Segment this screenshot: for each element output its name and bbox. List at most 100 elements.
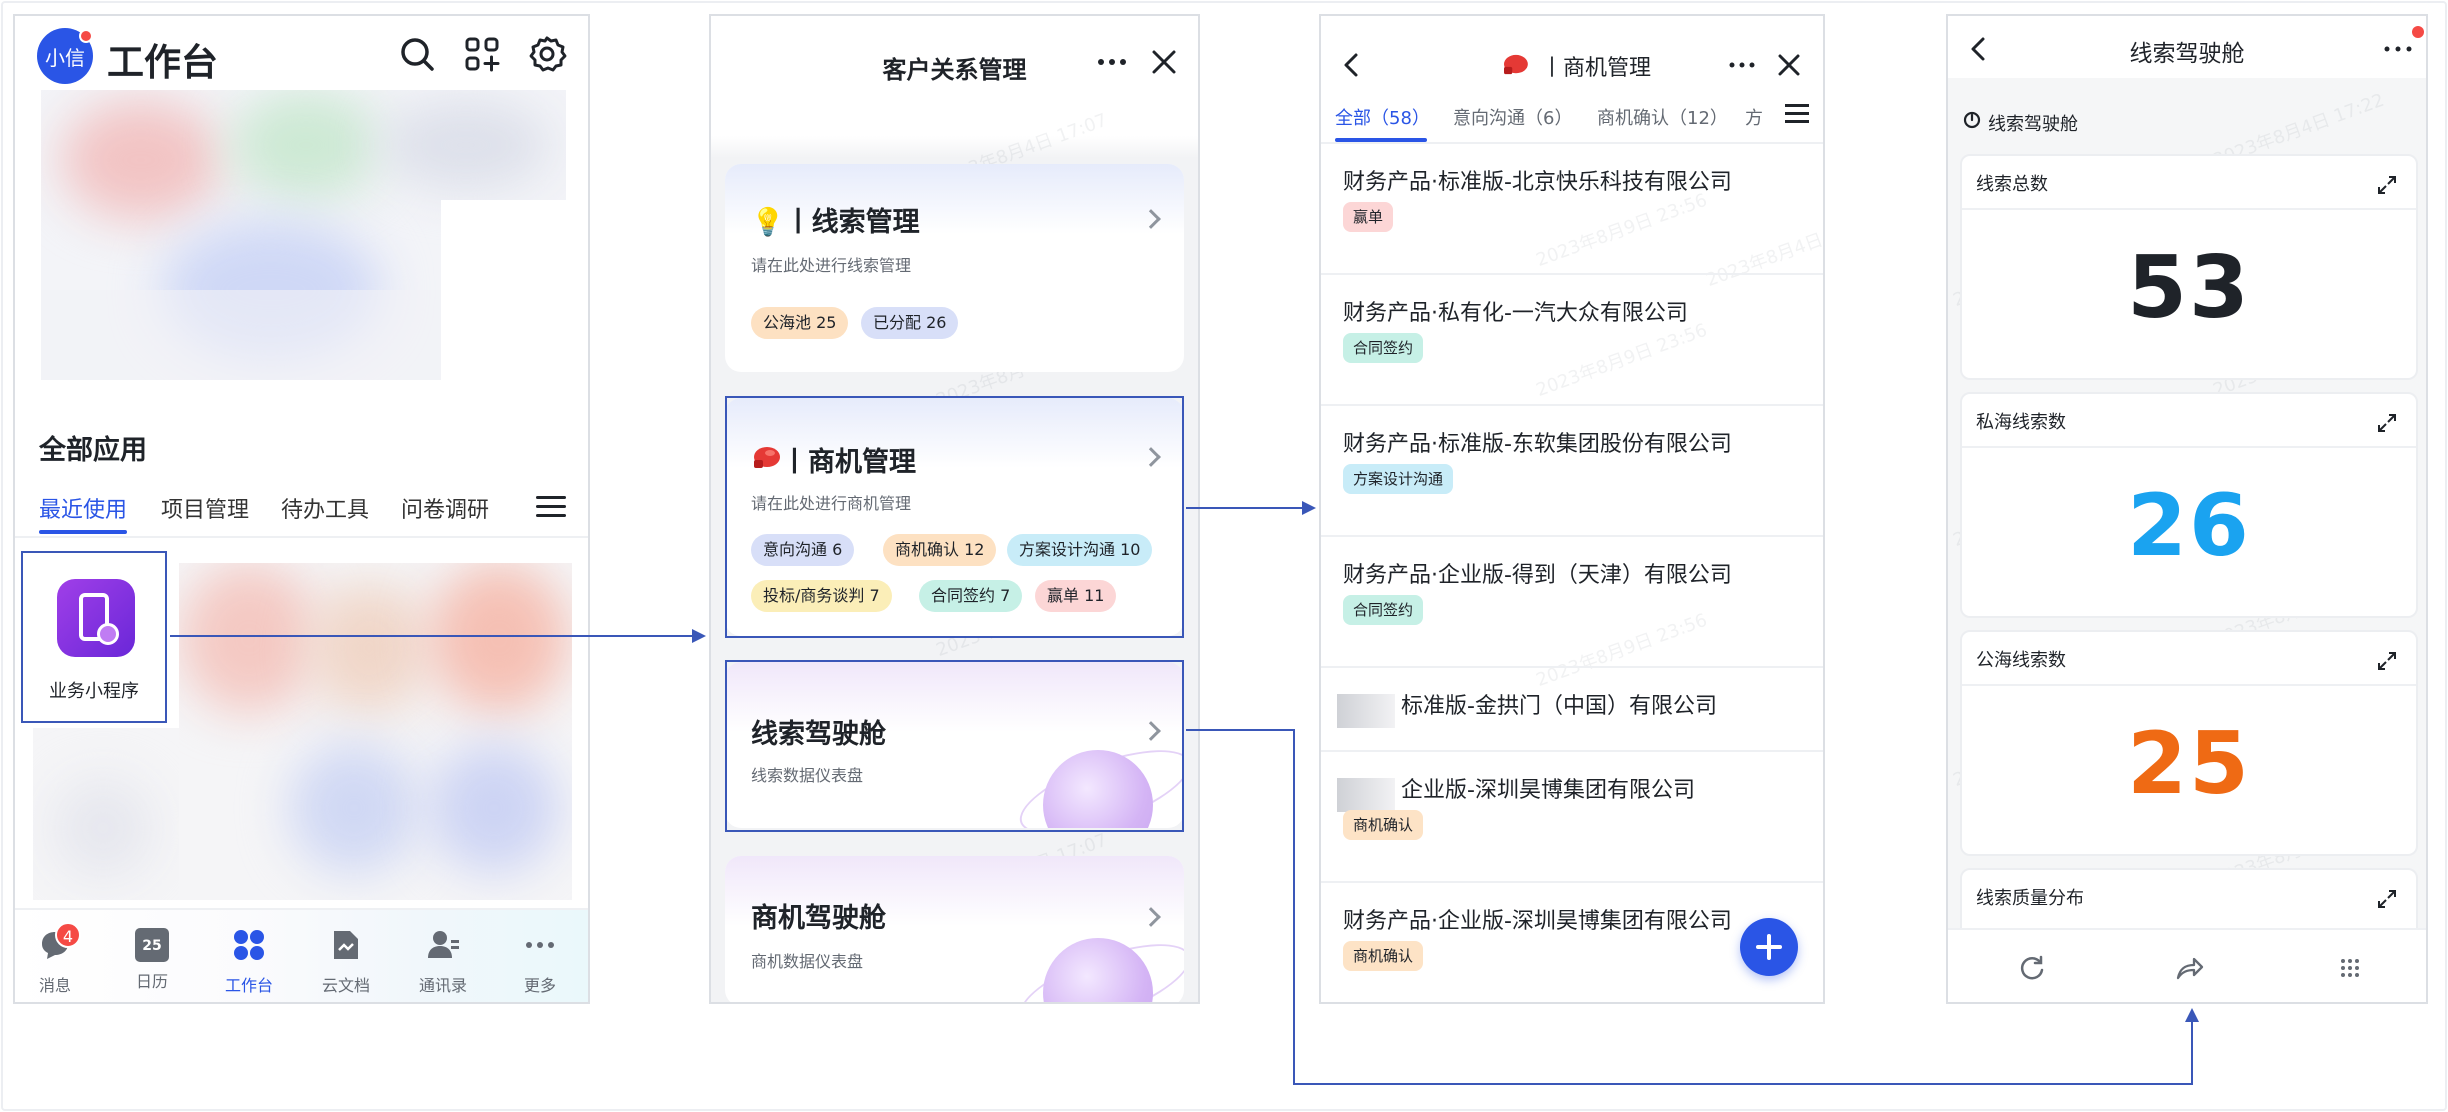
- expand-icon[interactable]: [2376, 412, 2398, 434]
- expand-icon[interactable]: [2376, 650, 2398, 672]
- item-name: 财务产品·企业版-深圳昊博集团有限公司: [1343, 909, 1732, 934]
- back-chevron-icon[interactable]: [1970, 36, 1986, 62]
- tab-recent[interactable]: 最近使用: [39, 498, 128, 523]
- avatar[interactable]: 小信: [37, 28, 93, 84]
- item-tag: 商机确认: [1343, 941, 1424, 971]
- page-title: 线索驾驶舱: [2129, 41, 2245, 67]
- tab-all[interactable]: 全部（58）: [1335, 108, 1430, 129]
- notification-dot: [2412, 26, 2424, 38]
- tag-confirm[interactable]: 商机确认 12: [883, 534, 997, 566]
- list-item[interactable]: 企业版-深圳昊博集团有限公司 商机确认: [1321, 752, 1823, 883]
- tab-more-partial[interactable]: 方: [1745, 108, 1763, 129]
- nav-label: 日历: [135, 972, 168, 991]
- redacted-blur: [1337, 778, 1395, 812]
- nav-more[interactable]: 更多: [500, 920, 580, 996]
- message-badge: 4: [55, 922, 81, 948]
- card-subtitle: 线索数据仪表盘: [751, 766, 864, 785]
- nav-label: 消息: [38, 976, 71, 995]
- card-gradient: [725, 398, 1184, 468]
- tag-won[interactable]: 赢单 11: [1035, 580, 1117, 612]
- close-icon[interactable]: [1151, 49, 1177, 75]
- tab-todo[interactable]: 待办工具: [281, 498, 370, 523]
- crm-screen: 客户关系管理 2023年8月4日 17:07 2023年8月4日 17:07 2…: [709, 14, 1200, 1004]
- opportunity-management-card[interactable]: 丨商机管理 请在此处进行商机管理 意向沟通 6 商机确认 12 方案设计沟通 1…: [725, 398, 1184, 636]
- list-item[interactable]: 财务产品·企业版-得到（天津）有限公司 合同签约: [1321, 537, 1823, 668]
- item-name: 财务产品·私有化-一汽大众有限公司: [1343, 301, 1688, 326]
- tabs-menu-icon[interactable]: [1785, 104, 1809, 124]
- item-tag: 商机确认: [1343, 810, 1424, 840]
- opportunity-cockpit-card[interactable]: 商机驾驶舱 商机数据仪表盘: [725, 856, 1184, 1002]
- nav-messages[interactable]: 4 消息: [15, 920, 95, 996]
- card-subtitle: 请在此处进行线索管理: [751, 256, 912, 275]
- menu-icon[interactable]: [536, 496, 566, 518]
- nav-calendar[interactable]: 25 日历: [112, 920, 192, 992]
- back-chevron-icon[interactable]: [1343, 52, 1359, 78]
- close-icon[interactable]: [1777, 53, 1801, 77]
- nav-contacts[interactable]: 通讯录: [403, 920, 483, 996]
- apps-blurred-left: [33, 728, 179, 900]
- nav-workbench[interactable]: 工作台: [209, 920, 289, 996]
- tag-assigned[interactable]: 已分配 26: [861, 307, 959, 339]
- add-button[interactable]: [1740, 918, 1798, 976]
- tag-intent[interactable]: 意向沟通 6: [751, 534, 855, 566]
- business-miniapp[interactable]: 业务小程序: [21, 551, 167, 723]
- tab-survey[interactable]: 问卷调研: [401, 498, 490, 523]
- nav-docs[interactable]: 云文档: [306, 920, 386, 996]
- card-divider: [1962, 684, 2416, 686]
- more-dots-icon[interactable]: [1729, 60, 1755, 70]
- more-dots-icon: [526, 942, 554, 948]
- settings-gear-icon[interactable]: [527, 34, 567, 74]
- metric-value: 26: [2127, 476, 2251, 576]
- metric-card-private[interactable]: 私海线索数 26: [1960, 392, 2418, 618]
- cockpit-footer: [1948, 928, 2426, 1002]
- workbench-header: 小信 工作台: [15, 16, 588, 92]
- list-item[interactable]: 财务产品·标准版-北京快乐科技有限公司 赢单: [1321, 144, 1823, 275]
- more-dots-icon[interactable]: [1097, 56, 1127, 68]
- refresh-icon[interactable]: [2018, 954, 2046, 982]
- section-title: 全部应用: [39, 435, 147, 466]
- calendar-date: 25: [142, 938, 162, 954]
- tab-intent[interactable]: 意向沟通（6）: [1453, 108, 1573, 129]
- tab-project[interactable]: 项目管理: [161, 498, 250, 523]
- search-icon[interactable]: [397, 34, 437, 74]
- lead-cockpit-card[interactable]: 线索驾驶舱 线索数据仪表盘: [725, 662, 1184, 828]
- opportunity-header: 丨商机管理 全部（58） 意向沟通（6） 商机确认（12） 方: [1321, 16, 1823, 144]
- list-item[interactable]: 财务产品·私有化-一汽大众有限公司 合同签约: [1321, 275, 1823, 406]
- more-dots-icon[interactable]: [2384, 44, 2412, 54]
- tab-confirm[interactable]: 商机确认（12）: [1597, 108, 1728, 129]
- cockpit-header: 线索驾驶舱: [1948, 16, 2426, 78]
- tag-contract[interactable]: 合同签约 7: [919, 580, 1023, 612]
- card-subtitle: 请在此处进行商机管理: [751, 494, 912, 513]
- card-title: 丨商机管理: [781, 447, 916, 478]
- metric-card-public[interactable]: 公海线索数 25: [1960, 630, 2418, 856]
- nav-label: 通讯录: [418, 976, 467, 995]
- list-item[interactable]: 标准版-金拱门（中国）有限公司: [1321, 668, 1823, 752]
- expand-icon[interactable]: [2376, 174, 2398, 196]
- card-divider: [1962, 446, 2416, 448]
- item-tag: 合同签约: [1343, 595, 1424, 625]
- card-title: 💡丨线索管理: [751, 207, 920, 238]
- add-app-icon[interactable]: [462, 34, 502, 74]
- grid-menu-icon[interactable]: [2338, 956, 2362, 980]
- card-subtitle: 商机数据仪表盘: [751, 952, 864, 971]
- banner-blurred: [41, 90, 566, 380]
- contacts-icon: [428, 931, 459, 958]
- metric-title: 私海线索数: [1976, 412, 2066, 433]
- lead-management-card[interactable]: 💡丨线索管理 请在此处进行线索管理 公海池 25 已分配 26: [725, 164, 1184, 372]
- apps-blurred: [179, 563, 572, 900]
- metric-title: 公海线索数: [1976, 650, 2066, 671]
- list-item[interactable]: 财务产品·标准版-东软集团股份有限公司 方案设计沟通: [1321, 406, 1823, 537]
- notification-dot: [79, 29, 93, 43]
- lead-cockpit-screen: 线索驾驶舱 线索驾驶舱 2023年8月4日 17:22 2023年8月4日 17…: [1946, 14, 2428, 1004]
- tag-bidding[interactable]: 投标/商务谈判 7: [751, 580, 892, 612]
- metric-value: 25: [2127, 714, 2251, 814]
- tag-solution[interactable]: 方案设计沟通 10: [1007, 534, 1153, 566]
- share-icon[interactable]: [2174, 954, 2204, 982]
- nav-label: 工作台: [224, 976, 273, 995]
- metric-card-total[interactable]: 线索总数 53: [1960, 154, 2418, 380]
- nav-label: 更多: [523, 976, 556, 995]
- crm-header: 客户关系管理: [711, 16, 1198, 136]
- expand-icon[interactable]: [2376, 888, 2398, 910]
- tag-public-pool[interactable]: 公海池 25: [751, 307, 849, 339]
- workbench-icon: [234, 930, 264, 960]
